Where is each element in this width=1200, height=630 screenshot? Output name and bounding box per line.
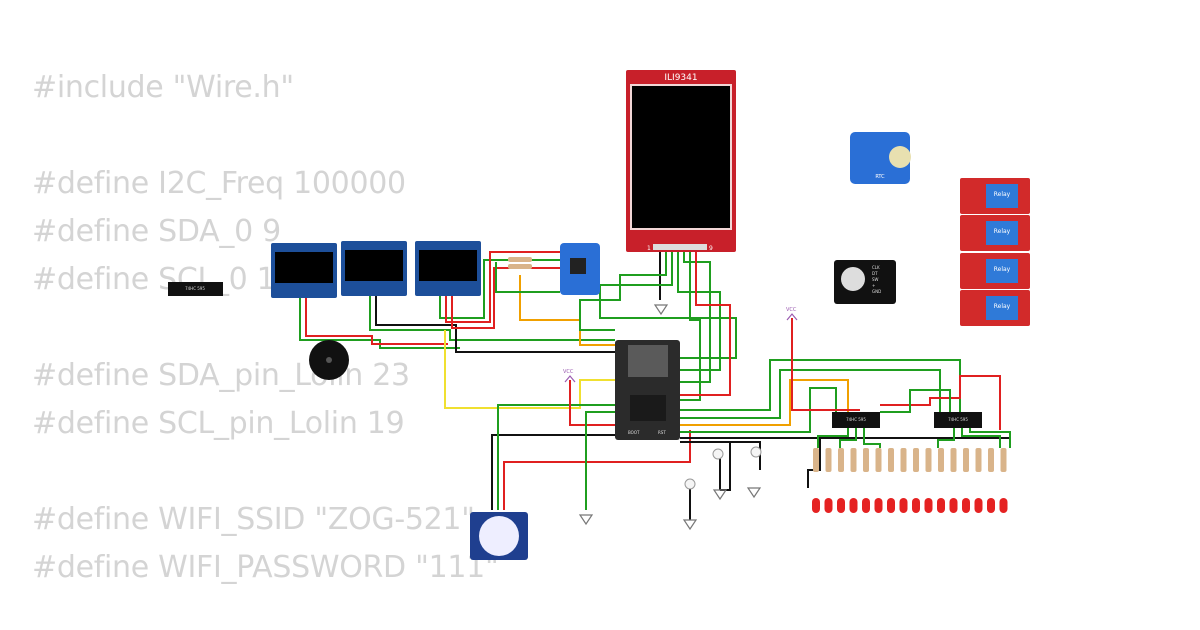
resistor (813, 448, 819, 472)
pir-motion-sensor (470, 512, 528, 560)
oled-display-3 (415, 241, 481, 296)
led (912, 498, 920, 513)
vcc-label: VCC (786, 307, 797, 313)
code-line-include: #include "Wire.h" (32, 70, 294, 105)
photoresistors (684, 446, 762, 490)
led (962, 498, 970, 513)
resistor (975, 448, 982, 472)
led (874, 498, 883, 513)
led (924, 498, 933, 513)
led (899, 498, 908, 513)
led (824, 498, 833, 513)
tft-label: ILI9341 (664, 73, 697, 83)
code-overlay: #include "Wire.h" #define I2C_Freq 10000… (32, 0, 632, 630)
pullup-resistors (508, 257, 532, 269)
led (974, 498, 983, 513)
resistor (863, 448, 869, 472)
code-line-wifi-password: #define WIFI_PASSWORD "111" (32, 550, 499, 585)
tft-pin-first-label: 1 (647, 245, 651, 252)
oled-display-2 (341, 241, 407, 296)
buzzer (309, 340, 349, 380)
resistor (950, 448, 957, 472)
rotary-encoder: CLK DT SW + GND (834, 260, 896, 304)
resistor (963, 448, 969, 472)
resistor (988, 448, 994, 472)
code-line-wifi-ssid: #define WIFI_SSID "ZOG-521" (32, 502, 475, 537)
relay-module-4: Relay (960, 290, 1030, 326)
led (949, 498, 958, 513)
led-array (812, 498, 1008, 513)
resistor (888, 448, 894, 472)
code-line-scl-lolin: #define SCL_pin_Lolin 19 (32, 406, 405, 441)
relay-label: Relay (994, 191, 1011, 198)
shift-register-left-label: 74HC 595 (185, 286, 205, 291)
relay-label: Relay (994, 266, 1011, 273)
led (849, 498, 858, 513)
led (812, 498, 820, 513)
rtc-label: RTC (875, 174, 885, 180)
resistor (1000, 448, 1007, 472)
led (862, 498, 870, 513)
resistor (875, 448, 882, 472)
vcc-symbols: VCC VCC (563, 307, 798, 383)
shift-register-right-label: 74HC 595 (948, 417, 968, 422)
resistor (925, 448, 932, 472)
shift-register-right: 74HC 595 (934, 412, 982, 428)
led (887, 498, 895, 513)
resistor-array (813, 448, 1007, 472)
relay-label: Relay (994, 228, 1011, 235)
relay-module-2: Relay (960, 215, 1030, 251)
resistor (938, 448, 944, 472)
tft-pin-last-label: 9 (709, 245, 713, 252)
shift-register-mid-label: 74HC 595 (846, 417, 866, 422)
code-line-i2c-freq: #define I2C_Freq 100000 (32, 166, 406, 201)
tft-display-ili9341: ILI9341 1 9 (626, 70, 736, 252)
led (837, 498, 845, 513)
led (987, 498, 995, 513)
encoder-pin-sw: SW (872, 277, 879, 282)
encoder-pin-gnd: GND (872, 289, 881, 294)
encoder-pin-dt: DT (872, 271, 878, 276)
code-line-scl0: #define SCL_0 1 (32, 262, 276, 297)
relay-module-1: Relay (960, 178, 1030, 214)
imu-sensor-module (560, 243, 600, 295)
resistor (825, 448, 832, 472)
oled-display-1 (271, 243, 337, 298)
rtc-module: RTC (850, 132, 911, 184)
led (937, 498, 945, 513)
relay-label: Relay (994, 303, 1011, 310)
esp-rst-label: RST (658, 430, 666, 435)
ground-symbols (578, 304, 762, 531)
relay-module-3: Relay (960, 253, 1030, 289)
vcc-label: VCC (563, 369, 574, 375)
resistor (850, 448, 857, 472)
code-line-sda0: #define SDA_0 9 (32, 214, 281, 249)
shift-register-left: 74HC 595 (168, 282, 223, 296)
esp32-board: BOOT RST (615, 340, 680, 440)
encoder-pin-plus: + (872, 283, 875, 288)
led (999, 498, 1008, 513)
resistor (900, 448, 907, 472)
encoder-pin-clk: CLK (872, 265, 880, 270)
shift-register-mid: 74HC 595 (832, 412, 880, 428)
resistor (838, 448, 844, 472)
resistor (913, 448, 919, 472)
esp-boot-label: BOOT (628, 430, 640, 435)
